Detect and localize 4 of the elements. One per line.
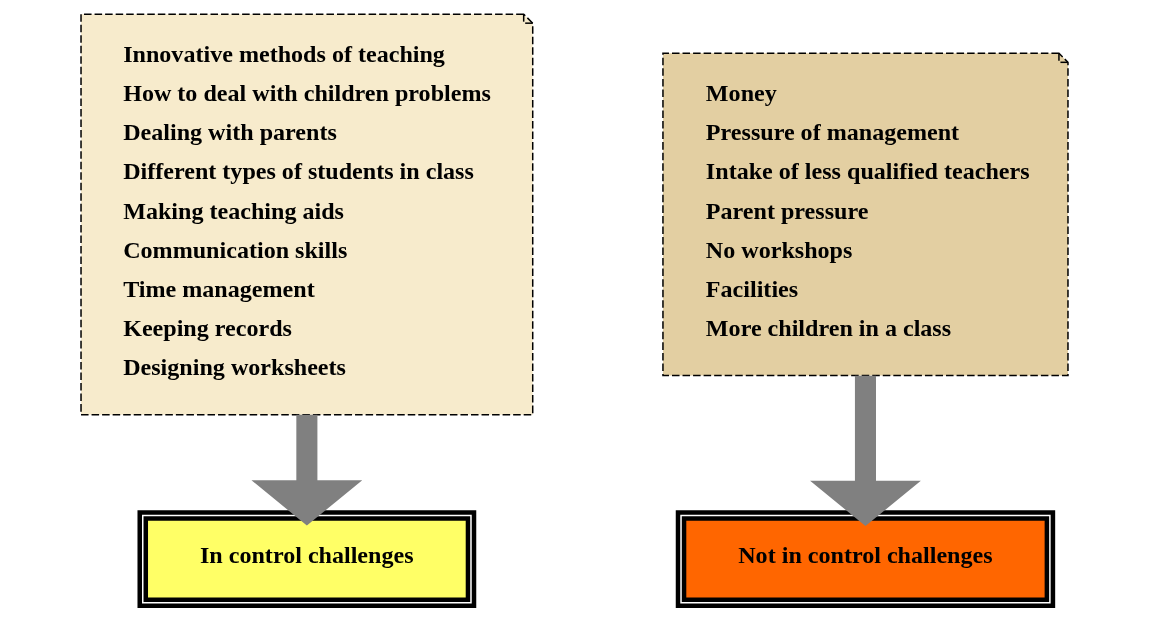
- node-box: Not in control challenges: [675, 510, 1056, 609]
- node-box: In control challenges: [137, 510, 477, 609]
- arrow: [251, 414, 363, 526]
- arrow: [810, 375, 921, 527]
